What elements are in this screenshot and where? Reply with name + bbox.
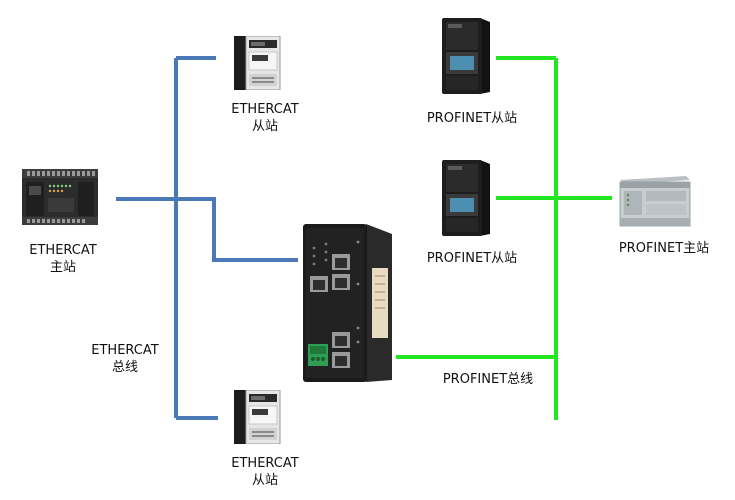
ethercat-master-link — [116, 197, 298, 262]
inverter-drive-icon — [442, 160, 490, 236]
ethercat-bus-lines — [116, 56, 298, 420]
profinet-bus-label: PROFINET总线 — [442, 372, 534, 387]
ethercat-master-label: ETHERCAT 主站 — [20, 242, 106, 276]
ethercat-slave-top-label-line2: 从站 — [251, 119, 278, 134]
ethercat-slave-bottom-label-line1: ETHERCAT — [231, 456, 299, 471]
ethercat-slave-top-label-line1: ETHERCAT — [231, 102, 299, 117]
servo-drive-icon — [234, 390, 281, 444]
ethercat-slave-bottom-label-line2: 从站 — [251, 473, 278, 488]
profinet-bus-lines — [396, 56, 612, 420]
servo-drive-icon — [234, 36, 281, 90]
ethercat-slave-bottom-label: ETHERCAT 从站 — [222, 455, 308, 489]
profinet-slave-top-label: PROFINET从站 — [426, 111, 518, 126]
ethercat-master-label-line2: 主站 — [49, 260, 76, 275]
ethercat-slave-top-label: ETHERCAT 从站 — [222, 101, 308, 135]
profinet-slave-mid-label: PROFINET从站 — [426, 251, 518, 266]
inverter-drive-icon — [442, 18, 490, 94]
plc-cpu-icon — [619, 176, 691, 227]
ethercat-bus-label: ETHERCAT 总线 — [82, 342, 168, 376]
ethercat-bus-label-line2: 总线 — [111, 360, 138, 375]
profinet-master-label: PROFINET主站 — [618, 241, 710, 256]
ethercat-master-label-line1: ETHERCAT — [29, 243, 97, 258]
plc-controller-icon — [22, 169, 98, 225]
gateway-device-icon — [303, 224, 392, 382]
ethercat-bus-label-line1: ETHERCAT — [91, 343, 159, 358]
